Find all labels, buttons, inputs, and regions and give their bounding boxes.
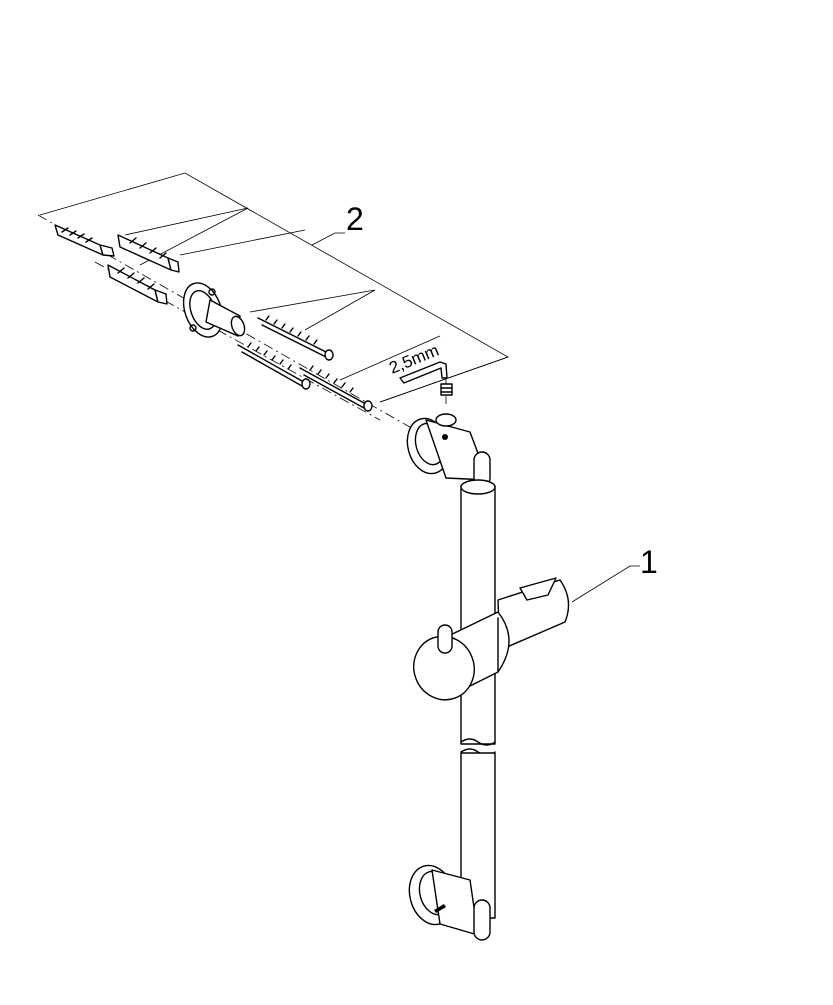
screw-middle [237,342,311,390]
callout-number-1: 1 [640,544,658,580]
hex-key-icon [399,361,448,384]
shower-slider [413,577,570,701]
callout-leaders [311,232,640,603]
upper-rail-holder [406,413,491,487]
callout-number-2: 2 [346,201,364,237]
screw-lower [299,365,373,412]
wall-plug-upper-right [117,234,180,273]
lower-rail-holder [408,864,491,941]
grub-screw [440,383,453,396]
wall-plug-lower-left [107,264,168,305]
wall-bracket-rosette [182,282,246,338]
wall-plug-upper-left [54,224,115,257]
shower-rail [460,479,496,919]
screw-upper [257,315,334,361]
